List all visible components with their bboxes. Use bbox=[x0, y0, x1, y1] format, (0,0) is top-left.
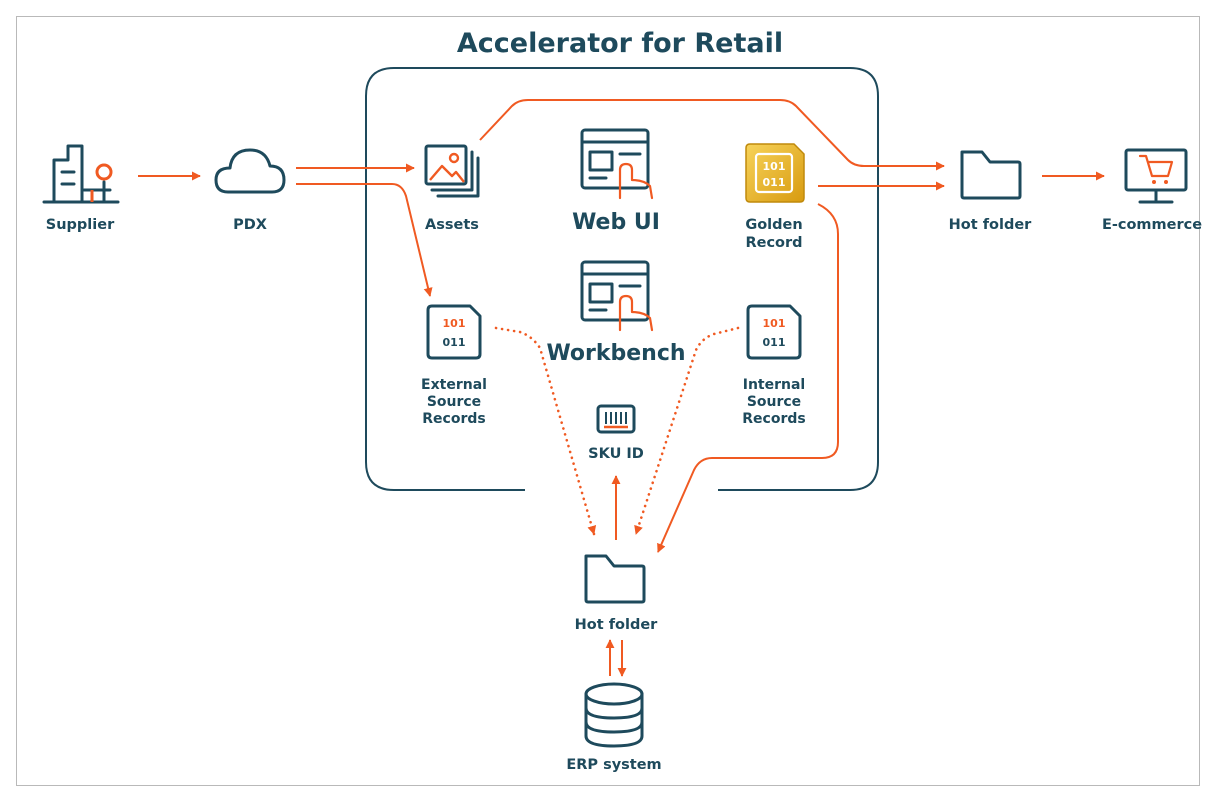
node-supplier: Supplier bbox=[42, 144, 120, 233]
label-internal-line3: Records bbox=[742, 411, 805, 427]
database-icon bbox=[584, 682, 644, 748]
folder-icon bbox=[960, 150, 1022, 200]
node-external-source-records: 101 011 External Source Records bbox=[421, 304, 487, 427]
binary-card-icon: 101 011 bbox=[746, 304, 802, 360]
label-pdx: PDX bbox=[233, 217, 267, 233]
arrow-internal-to-hot-folder bbox=[634, 326, 740, 536]
image-frame bbox=[16, 16, 1200, 786]
label-sku-id: SKU ID bbox=[588, 446, 644, 462]
label-supplier: Supplier bbox=[46, 217, 115, 233]
arrow-external-to-hot-folder bbox=[494, 326, 597, 536]
building-icon bbox=[42, 144, 120, 204]
label-golden-record-line2: Record bbox=[745, 235, 802, 251]
label-internal-line2: Source bbox=[747, 394, 801, 410]
node-golden-record: 101 011 Golden Record bbox=[745, 143, 805, 251]
label-assets: Assets bbox=[425, 217, 479, 233]
label-golden-record-line1: Golden bbox=[745, 217, 802, 233]
svg-text:101: 101 bbox=[763, 317, 786, 330]
node-hot-folder-right: Hot folder bbox=[949, 150, 1033, 233]
label-ecommerce: E-commerce bbox=[1102, 217, 1202, 233]
node-pdx: PDX bbox=[214, 148, 286, 233]
svg-text:101: 101 bbox=[763, 160, 786, 173]
label-web-ui: Web UI bbox=[572, 210, 660, 235]
monitor-cart-icon bbox=[1124, 148, 1188, 204]
diagram-title: Accelerator for Retail bbox=[457, 28, 783, 59]
golden-record-icon: 101 011 bbox=[745, 143, 805, 203]
binary-card-icon: 101 011 bbox=[426, 304, 482, 360]
svg-text:011: 011 bbox=[443, 336, 466, 349]
label-internal-line1: Internal bbox=[743, 377, 805, 393]
node-workbench: Workbench bbox=[546, 260, 686, 366]
node-web-ui: Web UI bbox=[572, 128, 660, 235]
svg-text:101: 101 bbox=[443, 317, 466, 330]
label-erp-system: ERP system bbox=[566, 757, 661, 773]
label-external-line3: Records bbox=[422, 411, 485, 427]
label-external-line2: Source bbox=[427, 394, 481, 410]
node-internal-source-records: 101 011 Internal Source Records bbox=[742, 304, 806, 427]
node-assets: Assets bbox=[424, 144, 480, 233]
accelerator-boundary bbox=[365, 67, 879, 491]
web-window-pointer-icon bbox=[580, 128, 654, 200]
arrow-assets-to-hot-folder bbox=[479, 99, 945, 171]
folder-icon bbox=[584, 554, 646, 604]
node-sku-id: SKU ID bbox=[588, 404, 644, 462]
barcode-icon bbox=[596, 404, 636, 434]
svg-text:011: 011 bbox=[763, 176, 786, 189]
label-workbench: Workbench bbox=[546, 341, 685, 366]
node-erp-system: ERP system bbox=[566, 682, 662, 773]
label-hot-folder-bottom: Hot folder bbox=[575, 617, 659, 633]
arrow-golden-to-bottom-hot-folder bbox=[657, 203, 839, 553]
arrow-pdx-to-external-records bbox=[296, 183, 433, 297]
node-ecommerce: E-commerce bbox=[1102, 148, 1202, 233]
image-stack-icon bbox=[424, 144, 480, 198]
workbench-window-pointer-icon bbox=[580, 260, 654, 332]
node-hot-folder-bottom: Hot folder bbox=[575, 554, 659, 633]
svg-text:011: 011 bbox=[763, 336, 786, 349]
flow-arrows bbox=[138, 99, 1105, 677]
cloud-icon bbox=[214, 148, 286, 194]
label-external-line1: External bbox=[421, 377, 487, 393]
label-hot-folder-right: Hot folder bbox=[949, 217, 1033, 233]
